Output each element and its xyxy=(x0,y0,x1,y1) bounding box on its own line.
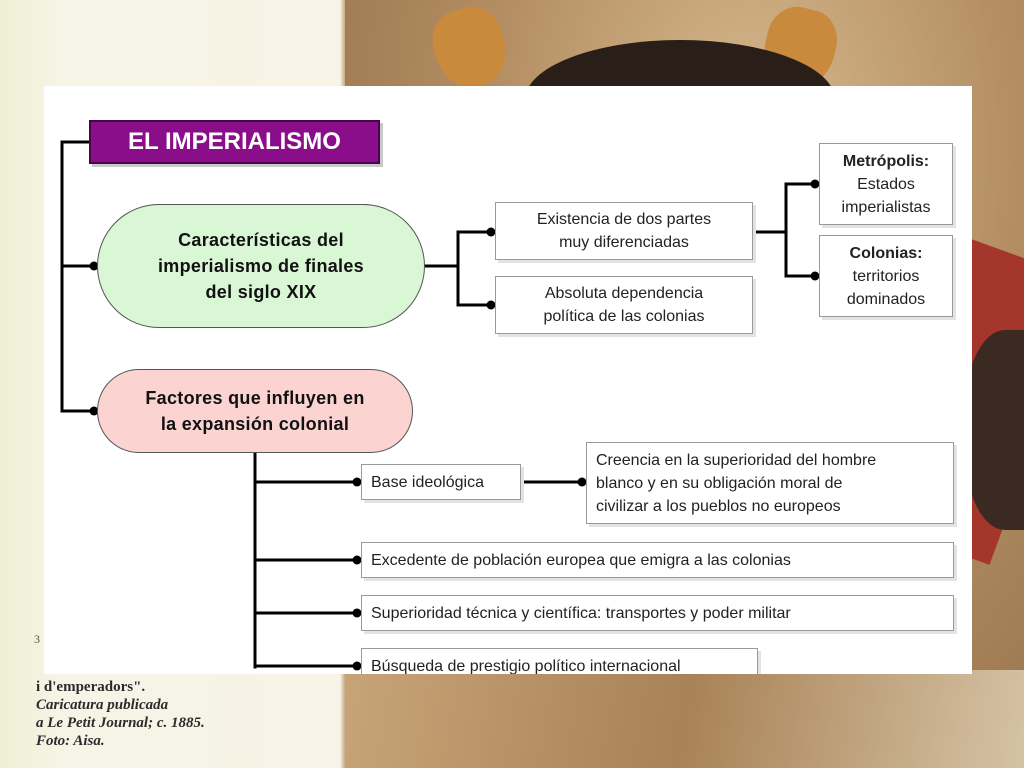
belief-line-1: Creencia en la superioridad del hombre xyxy=(596,451,877,469)
caption-line-3: a Le Petit Journal; c. 1885. xyxy=(36,715,205,731)
prestige-label: Búsqueda de prestigio político internaci… xyxy=(371,657,681,675)
characteristics-node: Características del imperialismo de fina… xyxy=(97,204,425,328)
technical-superiority-label: Superioridad técnica y científica: trans… xyxy=(371,604,791,622)
metropolis-line-2: imperialistas xyxy=(841,198,931,216)
characteristics-line-3: del siglo XIX xyxy=(205,282,317,302)
dependence-node: Absoluta dependencia política de las col… xyxy=(495,276,753,334)
existence-line-2: muy diferenciadas xyxy=(559,234,689,251)
colonies-heading: Colonias: xyxy=(849,244,923,262)
margin-number: 3 xyxy=(34,632,40,646)
existence-line-1: Existencia de dos partes xyxy=(536,211,712,228)
metropolis-line-1: Estados xyxy=(857,175,915,193)
image-caption: i d'emperadors". Caricatura publicada a … xyxy=(36,678,336,750)
ideological-base-label: Base ideológica xyxy=(371,473,484,491)
dependence-line-2: política de las colonias xyxy=(543,308,705,325)
caption-line-1: i d'emperadors". xyxy=(36,679,146,695)
factors-line-2: la expansión colonial xyxy=(160,414,350,434)
caption-line-4: Foto: Aisa. xyxy=(36,733,105,749)
illustration-figure xyxy=(965,330,1024,530)
prestige-node: Búsqueda de prestigio político internaci… xyxy=(361,648,758,674)
characteristics-line-1: Características del xyxy=(178,230,344,250)
metropolis-heading: Metrópolis: xyxy=(842,152,930,170)
belief-line-3: civilizar a los pueblos no europeos xyxy=(596,497,841,515)
characteristics-line-2: imperialismo de finales xyxy=(158,256,364,276)
population-surplus-label: Excedente de población europea que emigr… xyxy=(371,551,791,569)
dependence-line-1: Absoluta dependencia xyxy=(544,285,704,302)
colonies-line-2: dominados xyxy=(846,290,926,308)
colonies-line-1: territorios xyxy=(852,267,920,285)
ideological-base-node: Base ideológica xyxy=(361,464,521,500)
illustration-bottom xyxy=(345,670,1024,768)
technical-superiority-node: Superioridad técnica y científica: trans… xyxy=(361,595,954,631)
connector-lines xyxy=(60,140,820,671)
factors-line-1: Factores que influyen en xyxy=(145,388,365,408)
factors-node: Factores que influyen en la expansión co… xyxy=(97,369,413,453)
caption-line-2: Caricatura publicada xyxy=(36,697,169,713)
concept-map-panel: EL IMPERIALISMO Características del impe… xyxy=(44,86,972,674)
illustration-hand-left xyxy=(424,0,516,97)
colonies-node: Colonias: territorios dominados xyxy=(819,235,953,317)
belief-node: Creencia en la superioridad del hombre b… xyxy=(586,442,954,524)
diagram-title: EL IMPERIALISMO xyxy=(89,120,380,164)
population-surplus-node: Excedente de población europea que emigr… xyxy=(361,542,954,578)
belief-line-2: blanco y en su obligación moral de xyxy=(596,474,843,492)
metropolis-node: Metrópolis: Estados imperialistas xyxy=(819,143,953,225)
existence-node: Existencia de dos partes muy diferenciad… xyxy=(495,202,753,260)
